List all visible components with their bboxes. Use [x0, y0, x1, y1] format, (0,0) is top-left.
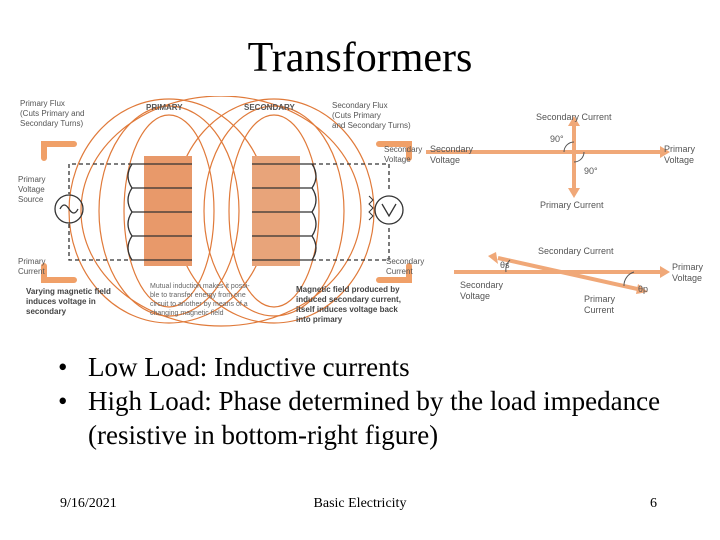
primary-current-label: Current — [584, 305, 615, 315]
angle-label: 90° — [550, 134, 564, 144]
bullet-item: • Low Load: Inductive currents — [58, 350, 698, 384]
theta-s-label: θs — [500, 260, 510, 270]
transformer-diagram: Primary Flux (Cuts Primary and Secondary… — [18, 96, 424, 327]
secondary-current-label: Secondary Current — [538, 246, 614, 256]
secondary-current-label: Secondary Current — [536, 112, 612, 122]
caption-right: into primary — [296, 315, 343, 324]
primary-current-label: Primary — [584, 294, 615, 304]
secondary-voltage-label: Secondary — [460, 280, 504, 290]
secondary-voltage-label: Secondary — [430, 144, 474, 154]
phasor-diagram-top: Secondary Current Secondary Voltage Prim… — [426, 112, 695, 210]
secondary-flux-label: Secondary Flux — [332, 101, 388, 110]
bullet-list: • Low Load: Inductive currents • High Lo… — [58, 350, 698, 452]
page-number: 6 — [650, 496, 657, 511]
primary-voltage-label: Voltage — [664, 155, 694, 165]
caption-left: secondary — [26, 307, 67, 316]
caption-left: induces voltage in — [26, 297, 96, 306]
caption-middle: changing magnetic field — [150, 310, 224, 317]
primary-voltage-source-label: Source — [18, 195, 44, 204]
primary-core — [144, 156, 192, 266]
footer-title: Basic Electricity — [313, 496, 407, 511]
bullet-text: High Load: Phase determined by the load … — [88, 386, 661, 450]
angle-label: 90° — [584, 166, 598, 176]
primary-current-label: Current — [18, 267, 45, 276]
caption-right: itself induces voltage back — [296, 305, 398, 314]
primary-voltage-label: Voltage — [672, 273, 702, 283]
caption-middle: ble to transfer energy from one — [150, 292, 246, 299]
caption-right: Magnetic field produced by — [296, 285, 400, 294]
caption-left: Varying magnetic field — [26, 287, 111, 296]
secondary-voltage-label: Voltage — [430, 155, 460, 165]
secondary-core — [252, 156, 300, 266]
bullet-item: • High Load: Phase determined by the loa… — [58, 384, 698, 452]
primary-flux-label: Primary Flux — [20, 99, 65, 108]
secondary-flux-note: (Cuts Primary — [332, 111, 381, 120]
secondary-label: SECONDARY — [244, 103, 295, 112]
primary-flux-note: Secondary Turns) — [20, 119, 83, 128]
secondary-current-label: Secondary — [386, 257, 424, 266]
phasor-diagram-bottom: Secondary Current Secondary Voltage Prim… — [454, 246, 703, 315]
secondary-voltage-label: Voltage — [460, 291, 490, 301]
secondary-voltage-label: Secondary — [384, 145, 422, 154]
secondary-flux-note: and Secondary Turns) — [332, 121, 411, 130]
bullet-dot-icon: • — [58, 386, 68, 416]
slide-title: Transformers — [247, 35, 473, 81]
secondary-current-label: Current — [386, 267, 413, 276]
primary-voltage-label: Primary — [672, 262, 703, 272]
footer-date: 9/16/2021 — [60, 496, 117, 511]
theta-p-label: θp — [638, 284, 648, 294]
primary-current-label: Primary — [18, 257, 46, 266]
primary-flux-note: (Cuts Primary and — [20, 109, 84, 118]
caption-middle: Mutual induction makes it possi- — [150, 283, 250, 290]
caption-right: induced secondary current, — [296, 295, 401, 304]
primary-voltage-label: Primary — [664, 144, 695, 154]
caption-middle: circuit to another by means of a — [150, 301, 248, 308]
primary-voltage-source-label: Primary — [18, 175, 46, 184]
bullet-dot-icon: • — [58, 352, 68, 382]
primary-label: PRIMARY — [146, 103, 183, 112]
bullet-text: Low Load: Inductive currents — [88, 352, 410, 382]
primary-current-label: Primary Current — [540, 200, 604, 210]
primary-voltage-source-label: Voltage — [18, 185, 45, 194]
secondary-voltage-label: Voltage — [384, 155, 411, 164]
